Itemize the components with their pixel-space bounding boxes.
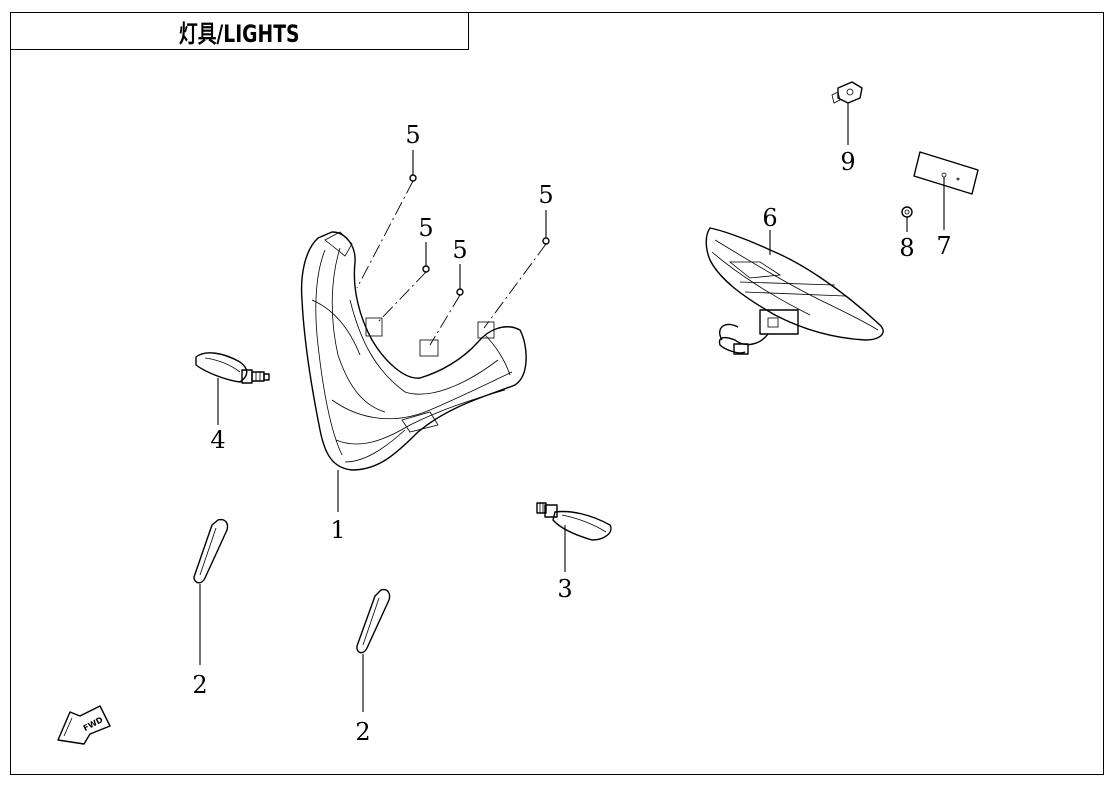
nut[interactable] [901, 206, 913, 218]
callout-rear-reflector: 7 [936, 232, 951, 260]
rear-reflector[interactable] [913, 151, 979, 195]
callout-tail-light: 6 [762, 204, 777, 232]
callout-screw-d: 5 [538, 181, 553, 209]
callout-headlight: 1 [330, 516, 345, 544]
drawing-frame [10, 12, 1104, 775]
callout-side-reflector-left: 2 [192, 671, 207, 699]
side-reflector-left[interactable] [193, 518, 229, 584]
page-title: 灯具/LIGHTS [179, 19, 300, 48]
callout-screw-a: 5 [405, 121, 420, 149]
screw-c[interactable] [456, 288, 464, 296]
callout-side-reflector-right: 2 [355, 718, 370, 746]
callout-screw-c: 5 [452, 236, 467, 264]
fwd-label: FWD [82, 715, 105, 733]
switch[interactable] [831, 81, 863, 104]
callout-switch: 9 [840, 148, 855, 176]
side-reflector-right[interactable] [356, 588, 391, 654]
callout-screw-b: 5 [418, 214, 433, 242]
tail-light[interactable] [705, 227, 884, 355]
front-direction-arrow: FWD [57, 705, 111, 745]
turn-signal-left[interactable] [195, 352, 270, 384]
callout-nut: 8 [899, 234, 914, 262]
callout-turn-signal-left: 4 [210, 426, 225, 454]
screw-d[interactable] [542, 237, 550, 245]
screw-b[interactable] [422, 265, 430, 273]
title-box: 灯具/LIGHTS [10, 12, 469, 50]
turn-signal-right[interactable] [536, 502, 612, 541]
callout-turn-signal-right: 3 [557, 575, 572, 603]
screw-a[interactable] [409, 174, 417, 182]
headlight-assembly[interactable] [300, 231, 527, 471]
